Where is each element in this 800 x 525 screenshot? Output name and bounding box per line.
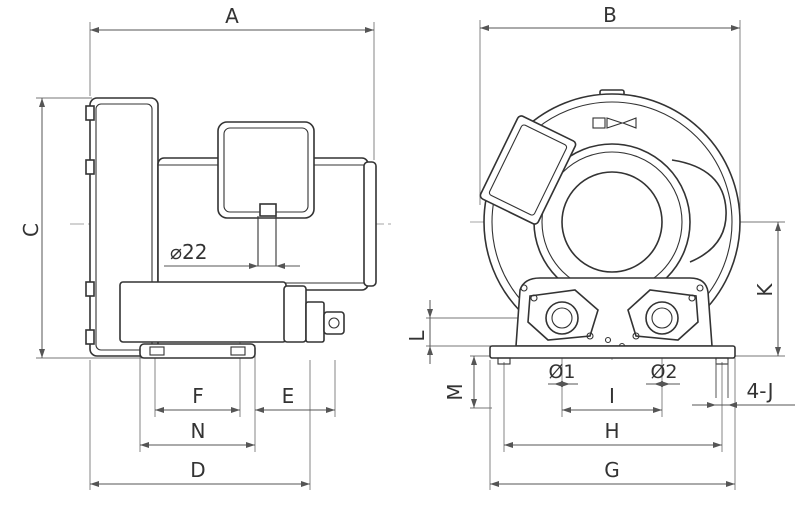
dim-label-phi1: Ø1 — [548, 361, 575, 383]
dim-label-a: A — [225, 4, 239, 28]
dim-label-g: G — [604, 458, 620, 482]
side-view — [36, 22, 395, 490]
dim-label-b: B — [603, 3, 617, 27]
dim-label-4j: 4-J — [747, 379, 774, 403]
front-dimensions: B K L M Ø1 Ø2 I — [405, 3, 795, 487]
dim-label-i: I — [609, 384, 615, 408]
dim-label-phi2: Ø2 — [650, 361, 677, 383]
dim-label-n: N — [191, 419, 206, 443]
dim-label-d: D — [190, 458, 205, 482]
side-dimensions: A C ⌀22 F E N D — [19, 4, 374, 487]
dim-label-l: L — [405, 330, 429, 342]
dim-label-c: C — [19, 223, 43, 237]
dim-label-phi22: ⌀22 — [170, 240, 208, 264]
dim-label-h: H — [604, 419, 619, 443]
front-view — [426, 20, 785, 490]
dim-label-k: K — [753, 283, 777, 297]
dim-label-e: E — [282, 384, 295, 408]
dim-label-f: F — [192, 384, 204, 408]
dim-label-m: M — [443, 383, 467, 400]
